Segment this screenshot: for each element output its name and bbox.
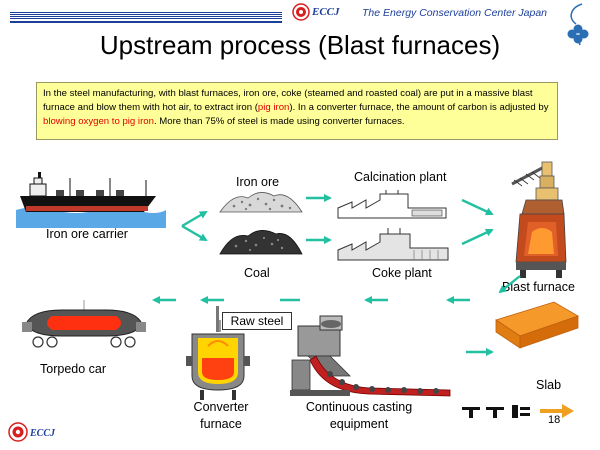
- description-note: In the steel manufacturing, with blast f…: [36, 82, 558, 140]
- note-text-1: In the steel manufacturing, with blast f…: [43, 88, 533, 113]
- label-coal: Coal: [244, 266, 270, 280]
- iron-ore-pile-icon: [219, 192, 303, 213]
- torpedo-car-icon: [22, 300, 146, 348]
- header-organization: The Energy Conservation Center Japan: [362, 7, 548, 19]
- clover-emblem-icon: [567, 3, 589, 46]
- converter-furnace-icon: [186, 306, 250, 400]
- page-title: Upstream process (Blast furnaces): [99, 30, 501, 60]
- eccj-logo-icon: [292, 3, 310, 21]
- header-logo-text: ECCJ: [312, 6, 340, 18]
- label-continuous-casting-line2: equipment: [329, 417, 389, 431]
- slab-icon: [495, 301, 579, 349]
- calcination-plant-icon: [337, 190, 447, 219]
- label-converter-furnace-line2: furnace: [200, 417, 242, 431]
- raw-steel-connector: [219, 320, 221, 332]
- label-coke-plant: Coke plant: [372, 266, 432, 280]
- iron-ore-carrier-ship-icon: [16, 172, 166, 228]
- orange-arrow-icon: [540, 404, 574, 418]
- label-calcination-plant: Calcination plant: [354, 170, 447, 184]
- note-highlight-blowing-oxygen: blowing oxygen to pig iron: [43, 116, 154, 127]
- note-text-3: . More than 75% of steel is made using c…: [153, 116, 405, 127]
- decorative-glyph-strip: [462, 405, 530, 418]
- label-slab: Slab: [536, 378, 562, 392]
- label-torpedo-car: Torpedo car: [40, 362, 107, 376]
- page-number: 18: [548, 414, 561, 426]
- label-continuous-casting-line1: Continuous casting: [305, 400, 413, 414]
- note-text-2: ). In a converter furnace, the amount of…: [289, 102, 549, 113]
- label-iron-ore: Iron ore: [236, 175, 280, 189]
- continuous-casting-equipment-icon: [290, 315, 451, 397]
- header-rule: [10, 21, 282, 23]
- footer-logo-text: ECCJ: [30, 428, 56, 439]
- label-iron-ore-carrier: Iron ore carrier: [46, 227, 128, 241]
- raw-steel-callout: Raw steel: [222, 312, 292, 330]
- header-stripe: [10, 12, 282, 19]
- note-highlight-pig-iron: pig iron: [257, 102, 290, 113]
- footer-eccj-logo-icon: [8, 422, 28, 442]
- blast-furnace-icon: [511, 161, 567, 278]
- coke-plant-icon: [337, 228, 449, 261]
- coal-pile-icon: [219, 230, 303, 255]
- label-blast-furnace: Blast furnace: [502, 280, 575, 294]
- label-converter-furnace-line1: Converter: [193, 400, 249, 414]
